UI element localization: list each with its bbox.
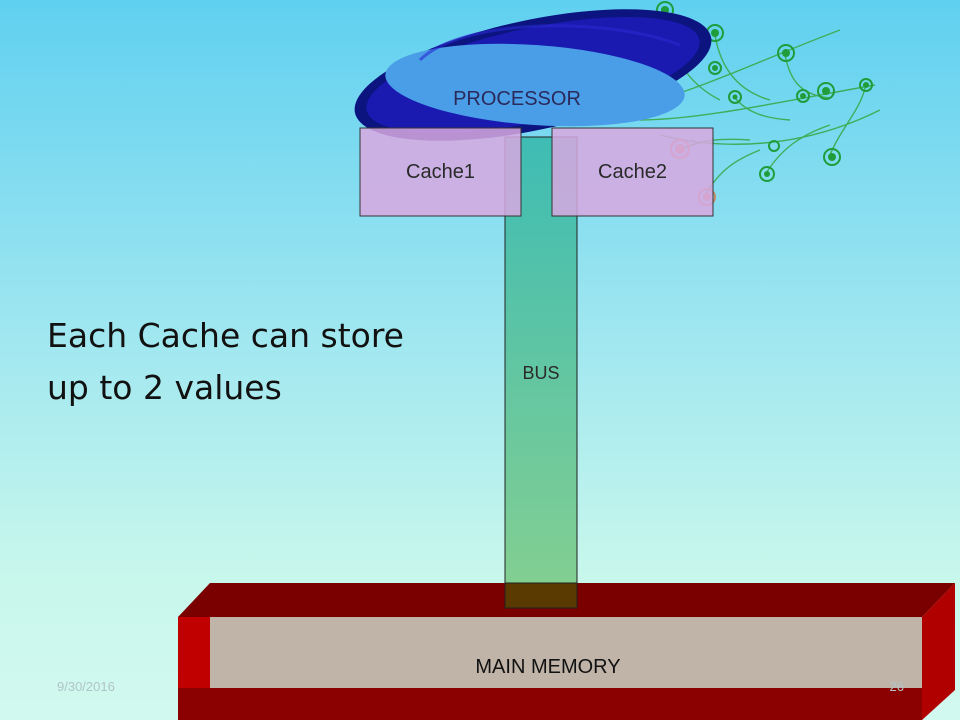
bus-base: [504, 582, 578, 609]
main-memory-label: MAIN MEMORY: [475, 656, 621, 678]
footer-page-number: 26: [889, 679, 904, 694]
cache2-label: Cache2: [598, 161, 667, 183]
processor-label: PROCESSOR: [453, 88, 581, 110]
bus-label: BUS: [522, 363, 560, 383]
footer-date: 9/30/2016: [57, 679, 115, 694]
body-text-line: Each Cache can store: [47, 316, 404, 355]
cache1-label: Cache1: [406, 161, 475, 183]
body-text: Each Cache can store up to 2 values: [47, 310, 467, 414]
body-text-line: up to 2 values: [47, 368, 282, 407]
processor-ring: [354, 9, 712, 141]
main-memory-box: [178, 583, 955, 720]
cache2-box: [551, 127, 714, 217]
cache1-box: [359, 127, 522, 217]
